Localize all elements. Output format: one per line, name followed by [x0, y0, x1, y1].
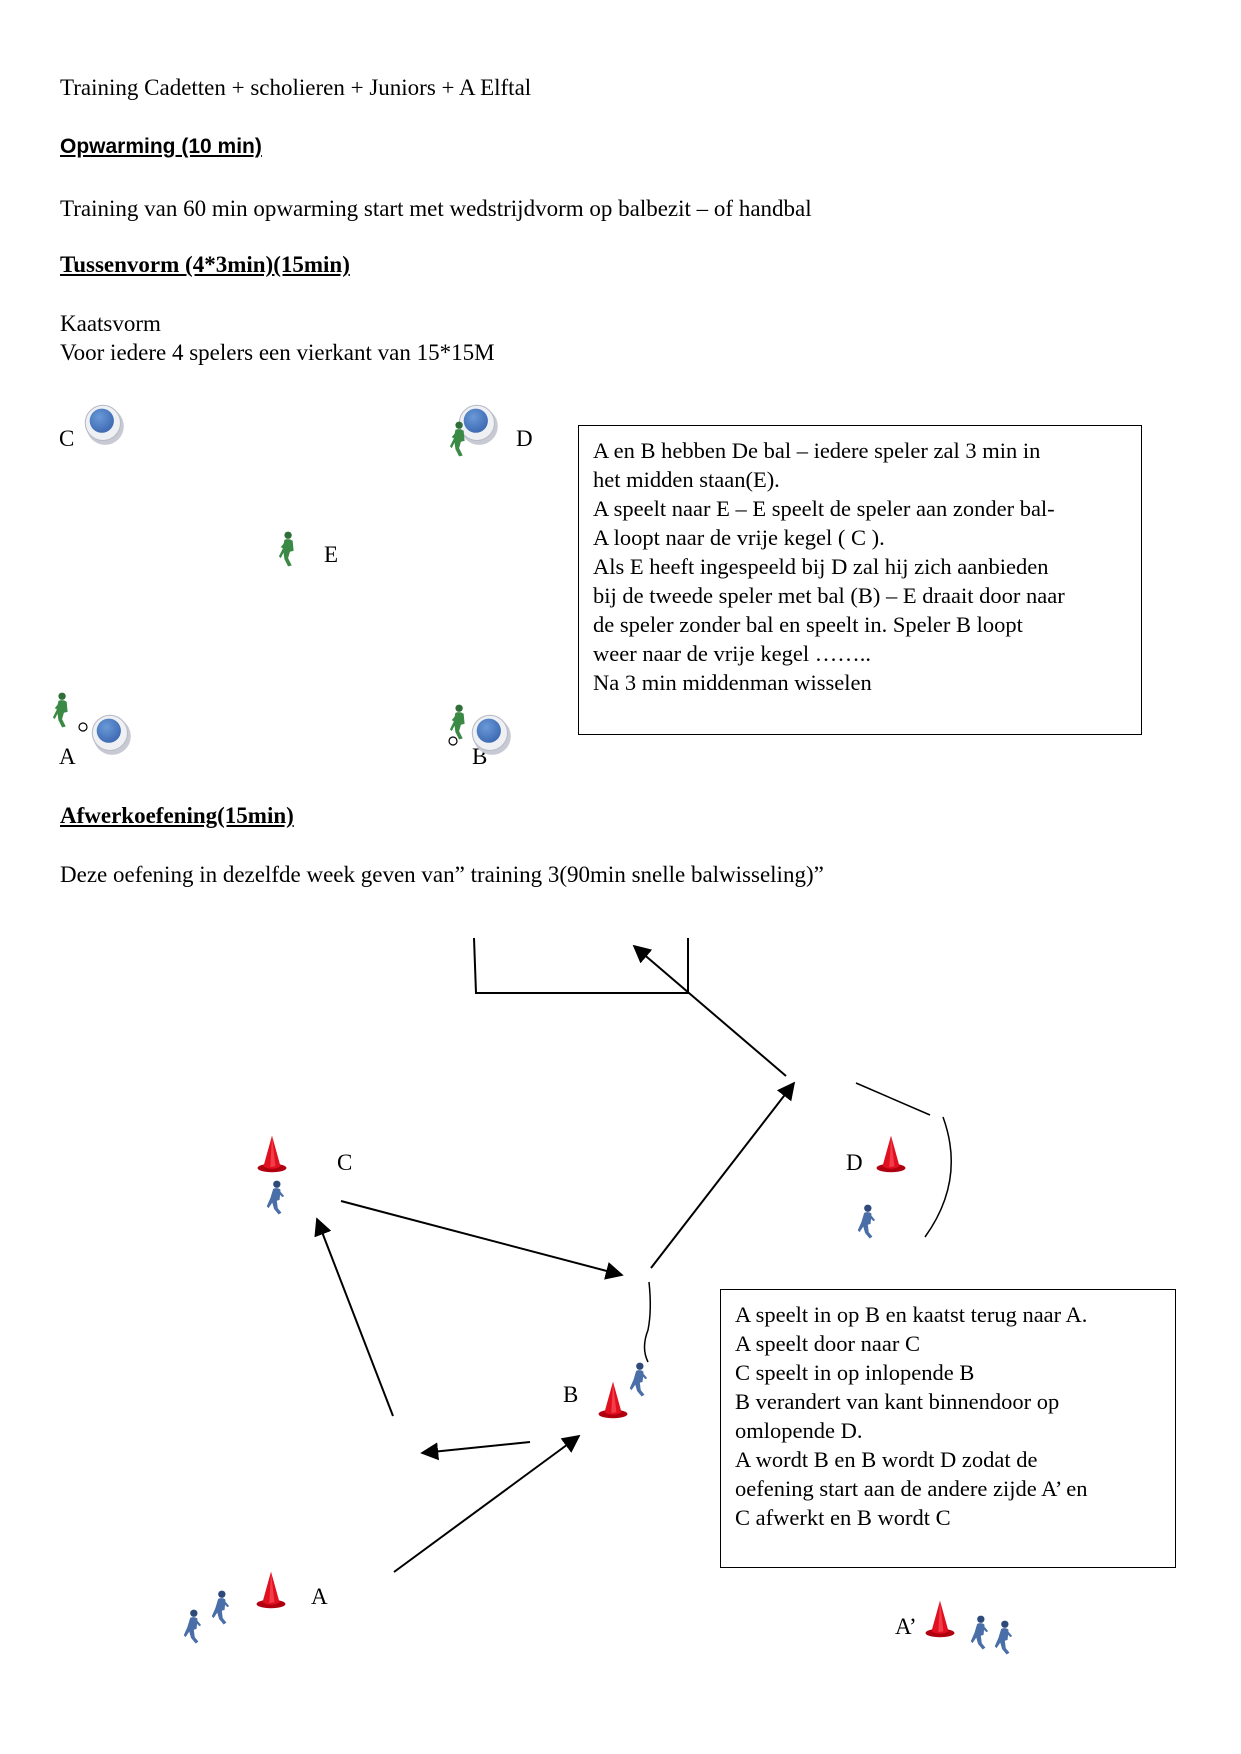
arrow-b-to-d	[651, 1083, 794, 1268]
player-a-prime-1	[971, 1616, 988, 1650]
disc-c	[85, 405, 124, 445]
disc-a	[92, 715, 131, 755]
player-a	[53, 693, 68, 728]
cone-a	[257, 1572, 286, 1609]
player-c	[267, 1181, 284, 1215]
run-path-b	[645, 1282, 651, 1362]
run-path-d-1	[856, 1083, 930, 1115]
arrow-to-goal	[634, 946, 786, 1076]
player-b2	[630, 1363, 647, 1397]
disc-d	[459, 405, 498, 445]
player-a2-1	[184, 1610, 201, 1644]
arrow-c-to-b	[341, 1201, 622, 1275]
player-b	[450, 705, 465, 740]
player-a-prime-2	[995, 1621, 1012, 1655]
arrow-b-back-a	[422, 1442, 530, 1453]
cone-a-prime	[926, 1601, 955, 1638]
cone-b	[599, 1382, 628, 1419]
player-a2-2	[212, 1591, 229, 1625]
disc-b	[472, 715, 511, 755]
run-path-d-2	[925, 1117, 951, 1237]
ball-a	[79, 723, 87, 731]
arrow-a-to-c	[317, 1219, 393, 1416]
player-d	[450, 422, 465, 457]
cone-c	[258, 1136, 287, 1173]
arrow-a-to-b	[394, 1436, 579, 1572]
player-d2	[858, 1205, 875, 1239]
cone-d	[877, 1136, 906, 1173]
ball-b	[449, 737, 457, 745]
player-e	[279, 532, 294, 567]
